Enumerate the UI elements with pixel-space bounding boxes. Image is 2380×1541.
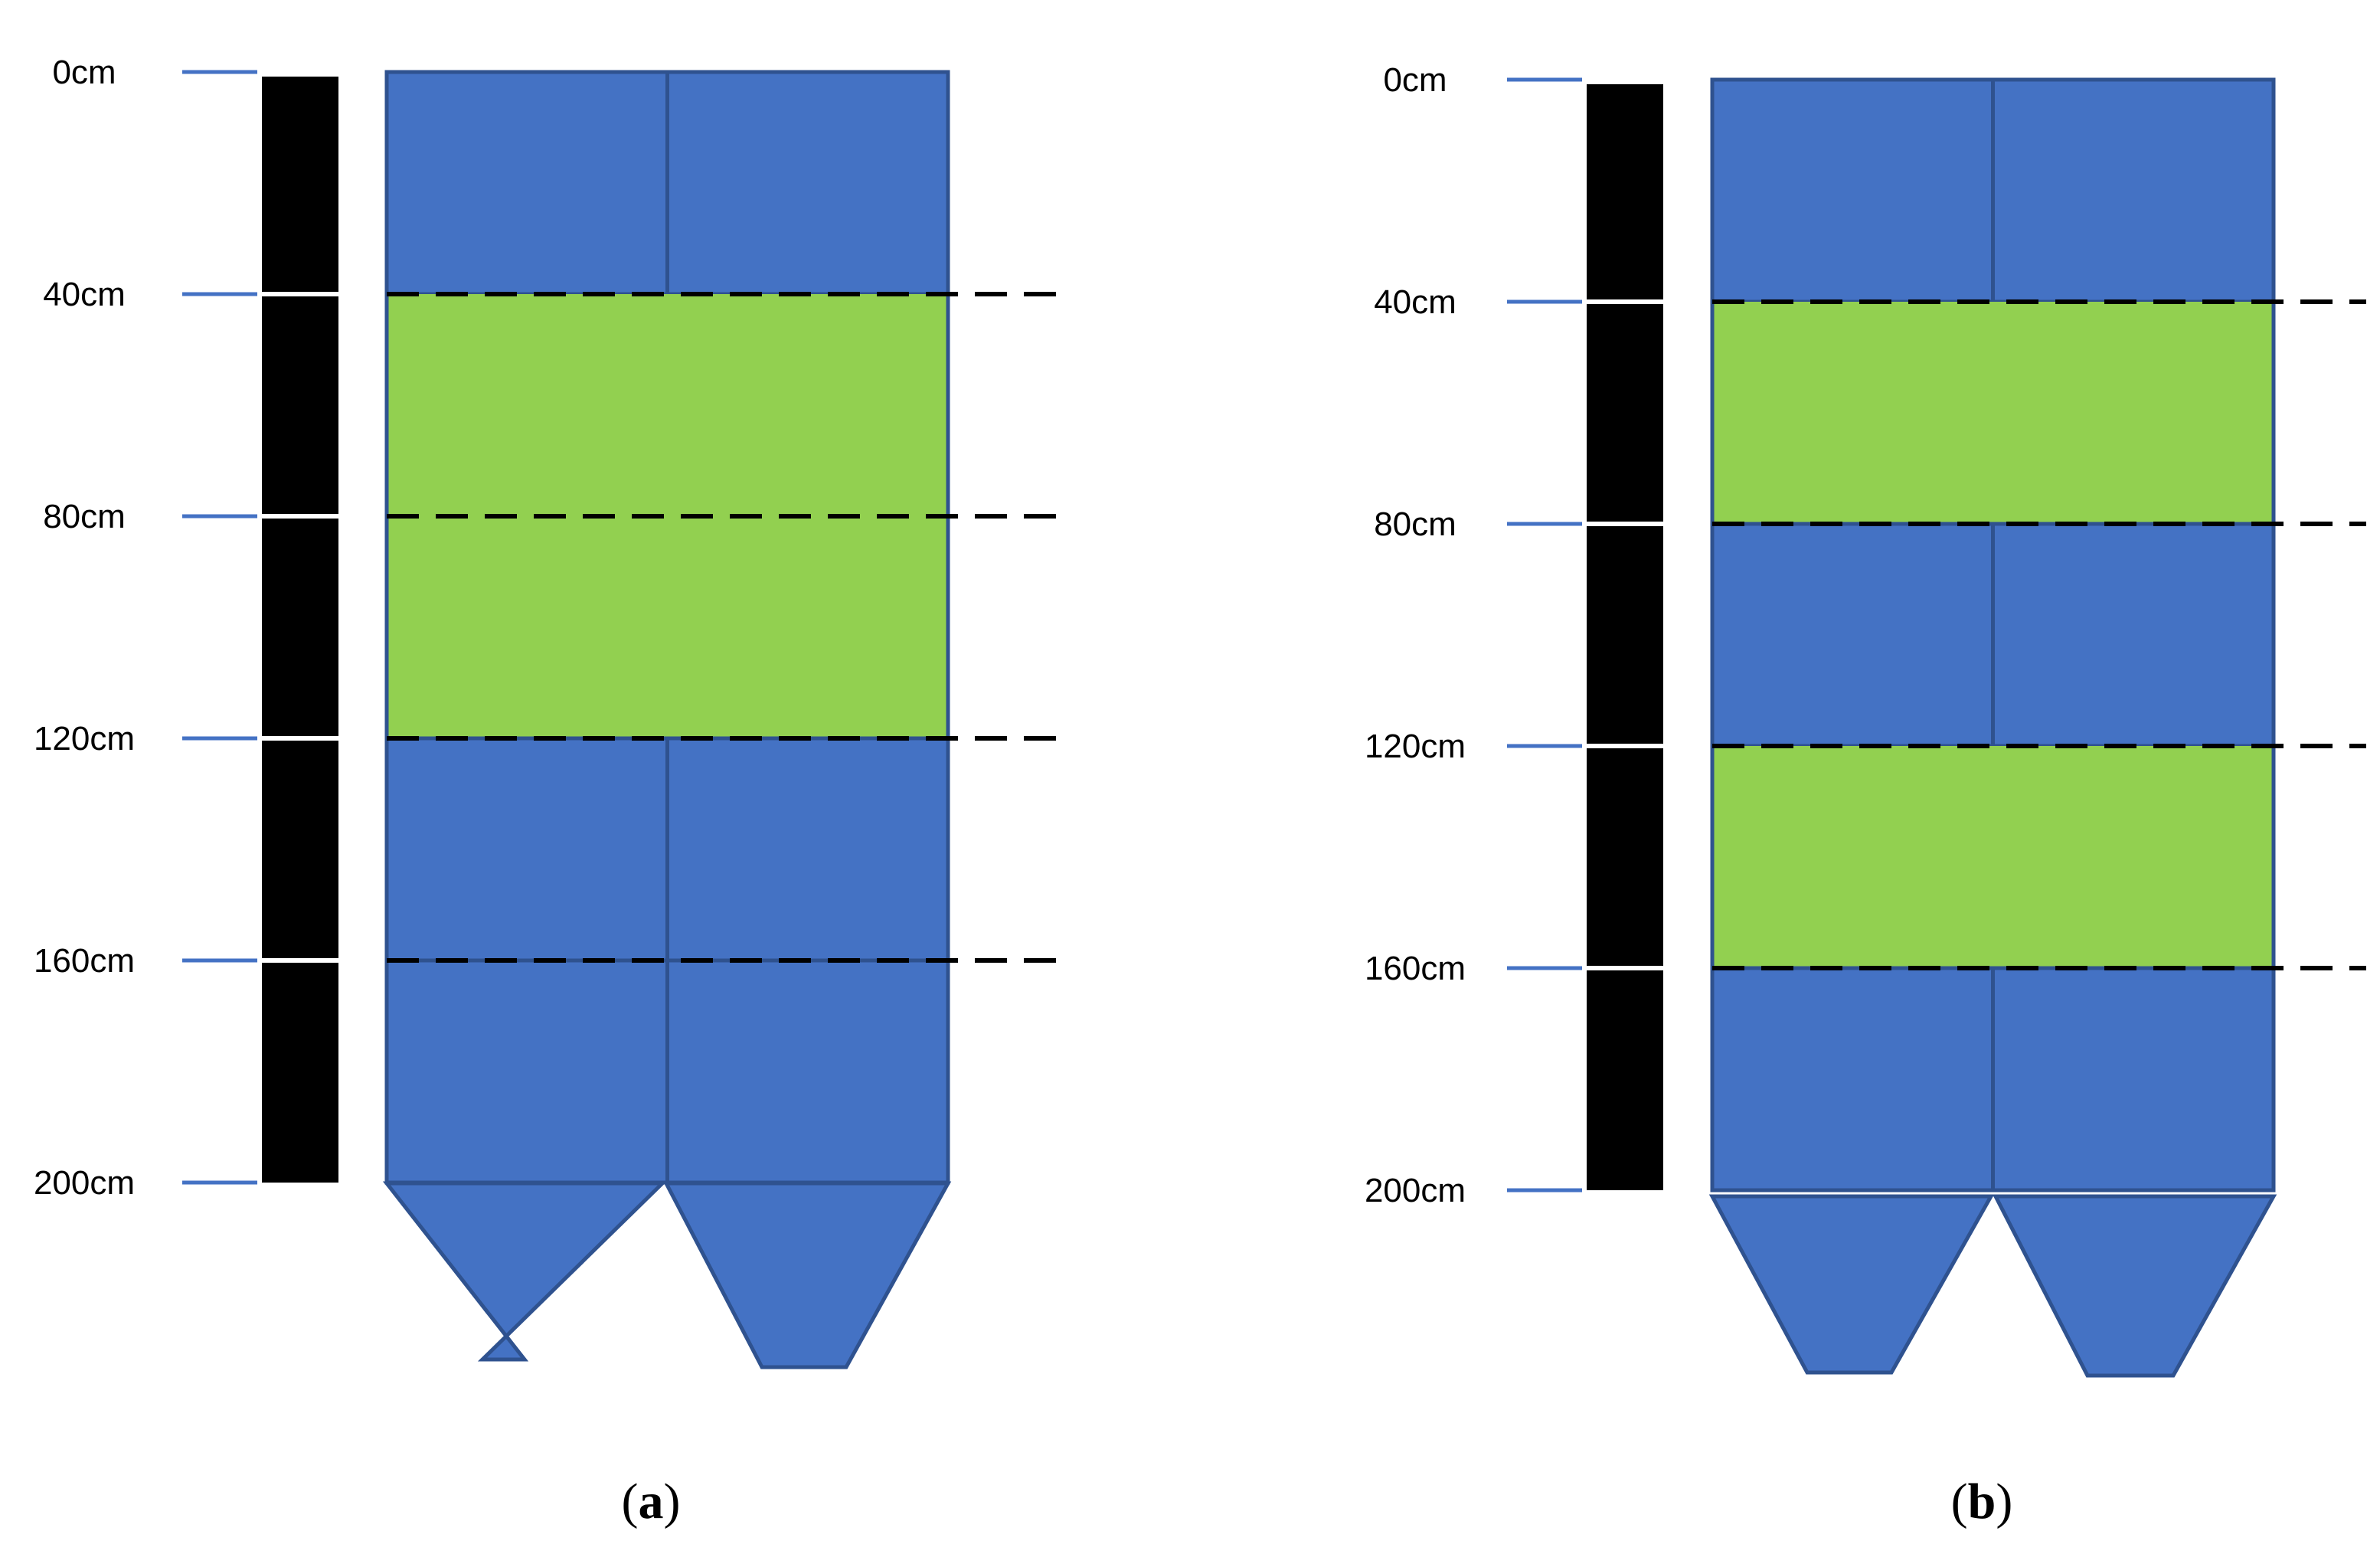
- depth-label: 200cm: [1365, 1172, 1466, 1209]
- panel-a: 0cm 40cm 80cm 120cm 160cm 200cm: [34, 54, 1071, 1369]
- depth-ruler: [1587, 84, 1663, 1190]
- depth-ruler: [262, 77, 338, 1183]
- depth-label: 160cm: [34, 942, 135, 980]
- depth-label: 0cm: [52, 54, 116, 91]
- hopper-2: [662, 1181, 952, 1369]
- depth-label: 40cm: [43, 276, 126, 313]
- depth-label: 80cm: [43, 498, 126, 535]
- depth-label: 80cm: [1374, 505, 1456, 543]
- hopper-1: [1708, 1194, 1995, 1375]
- layer-40-80cm: [1712, 302, 2274, 524]
- depth-label: 200cm: [34, 1164, 135, 1202]
- caption-a: (a): [622, 1474, 681, 1530]
- depth-label: 160cm: [1365, 950, 1466, 987]
- depth-label: 40cm: [1374, 283, 1456, 321]
- depth-label: 0cm: [1383, 61, 1447, 99]
- column-outline: [1710, 77, 2276, 1193]
- depth-label: 120cm: [34, 720, 135, 757]
- hopper-1: [382, 1181, 668, 1362]
- panel-b: 0cm 40cm 80cm 120cm 160cm 200cm: [1365, 61, 2366, 1378]
- layer-120-160cm: [1712, 746, 2274, 968]
- caption-b: (b): [1951, 1474, 2013, 1530]
- layer-40-80cm: [387, 294, 948, 516]
- layer-80-120cm: [387, 516, 948, 738]
- hopper-2: [1992, 1194, 2277, 1378]
- depth-label: 120cm: [1365, 728, 1466, 765]
